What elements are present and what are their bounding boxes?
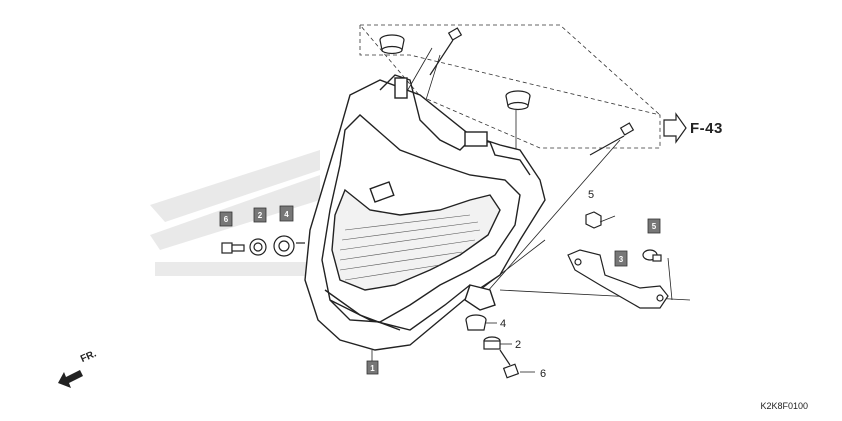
screw-top-2 [589,122,635,156]
callout-box-6-left: 6 [219,211,233,227]
callout-5-plain: 5 [588,189,594,201]
nut-right [585,211,602,229]
collar-bottom [483,336,501,350]
callout-box-1: 1 [366,360,379,375]
callout-box-5-right: 5 [647,218,661,234]
dashed-top-edge [360,24,661,116]
callout-2-plain: 2 [515,339,521,351]
screw-top-1 [429,27,463,76]
callout-box-4-left: 4 [279,205,294,222]
grommet-top-left [379,34,405,55]
callout-6-plain: 6 [540,368,546,380]
screw-right [642,249,662,262]
collar-left [249,238,267,256]
reference-arrow-icon [663,112,687,144]
grommet-top-right [505,90,531,111]
callout-4-plain: 4 [500,318,506,330]
diagram-code: K2K8F0100 [760,401,808,411]
grommet-left [273,235,305,257]
grommet-bottom [465,314,487,331]
reference-label: F-43 [690,120,723,137]
brand-watermark [150,150,320,276]
svg-text:1: 1 [370,364,375,373]
svg-text:3: 3 [619,255,624,264]
callout-box-3-right: 3 [614,250,628,267]
svg-text:4: 4 [284,210,289,219]
svg-text:2: 2 [258,211,263,220]
bottom-leader-lines [371,322,535,373]
svg-text:6: 6 [224,215,229,224]
right-leader-lines [599,215,673,301]
svg-text:5: 5 [652,222,657,231]
dashed-group-outline [359,24,661,149]
bracket [567,249,669,309]
headlight-assembly [304,74,546,351]
bolt-left [221,242,245,254]
callout-box-2-left: 2 [253,207,267,223]
bolt-bottom [499,349,520,379]
front-direction-arrow-icon [58,370,83,388]
